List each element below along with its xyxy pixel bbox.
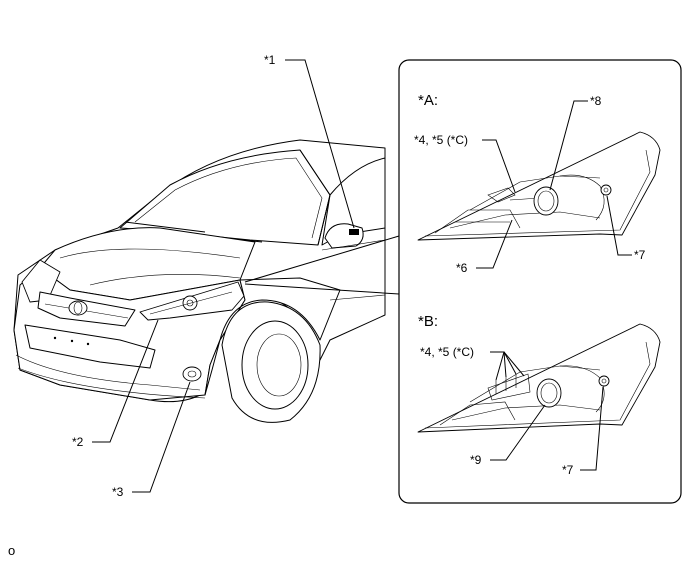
hood-crease-2 (89, 274, 241, 286)
a-pillar (299, 149, 331, 246)
group-b-callout-4-5: *4, *5 (*C) (420, 345, 474, 359)
hood-crease (59, 248, 241, 259)
fog-lamp-inner (187, 370, 197, 378)
turn-bulb-b (598, 375, 610, 387)
footer-mark: o (8, 543, 15, 558)
turn-bulb-a (600, 184, 612, 196)
callout-3: *3 (112, 485, 124, 499)
car-illustration (13, 139, 386, 423)
mirror-turn-lamp (349, 229, 359, 235)
emblem (68, 300, 88, 316)
wiper-left (124, 221, 206, 233)
detail-box (398, 59, 682, 504)
bumper-line-2 (17, 367, 206, 399)
leader-lines (92, 59, 632, 493)
callout-2: *2 (72, 435, 84, 449)
group-b-callout-9: *9 (470, 453, 482, 467)
door-line-2 (329, 294, 386, 301)
emblem-inner (73, 301, 83, 315)
left-headlamp (21, 259, 61, 303)
headlamp-line (149, 291, 233, 315)
group-a-callout-4-5: *4, *5 (*C) (414, 133, 468, 147)
lower-intake (24, 324, 156, 369)
bumper-line (15, 354, 201, 391)
headlamp-projector-inner (186, 299, 194, 307)
callout-labels: *1 *2 *3 *A: *4, *5 (*C) *8 *6 *7 *B: *4… (8, 53, 646, 558)
fender (204, 277, 341, 396)
fog-lamp (182, 366, 202, 382)
group-a-title: *A: (418, 92, 438, 109)
headlamp-a (417, 131, 661, 241)
group-b-title: *B: (418, 313, 438, 330)
group-a-callout-8: *8 (590, 94, 602, 108)
front-wheel (221, 301, 321, 423)
headlamp-b (417, 323, 661, 433)
detail-connector-bottom (244, 283, 400, 295)
windshield-inner (134, 157, 323, 239)
intake-dot (70, 339, 74, 343)
group-a-callout-6: *6 (456, 261, 468, 275)
callout-1: *1 (264, 53, 276, 67)
group-b-callout-7: *7 (562, 463, 574, 477)
group-a-callout-7: *7 (634, 248, 646, 262)
intake-dot (86, 342, 90, 346)
intake-dot (53, 336, 57, 340)
door-line (321, 239, 386, 251)
detail-connector-top (244, 235, 400, 283)
